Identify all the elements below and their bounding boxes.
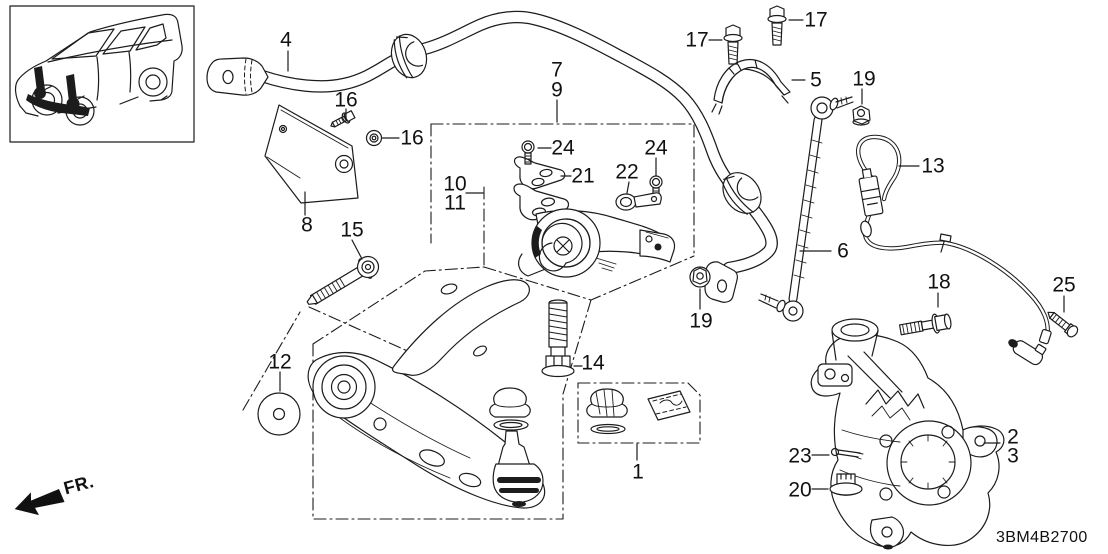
flange-bolt-17-right	[767, 5, 787, 46]
cotter-pin-23	[830, 447, 864, 460]
callout-20: 20	[788, 478, 812, 502]
callout-25: 25	[1052, 273, 1076, 297]
callout-2: 2	[1007, 425, 1019, 449]
callout-9: 9	[551, 78, 563, 102]
callout-24-left: 24	[551, 136, 575, 160]
callout-24-right: 24	[644, 136, 668, 160]
callout-10: 10	[443, 172, 467, 196]
callout-5: 5	[810, 68, 822, 92]
stabilizer-bushing-rear	[721, 172, 762, 215]
knuckle-bolt-18	[898, 313, 952, 336]
callout-6: 6	[837, 239, 849, 263]
callout-22: 22	[615, 160, 639, 184]
link-nut-upper	[852, 105, 871, 126]
bushing-holder-bracket	[711, 59, 791, 115]
callout-16-bolt: 16	[334, 88, 358, 112]
abs-sensor-wire-drawing	[856, 134, 1052, 366]
link-nut-lower	[689, 266, 711, 288]
splash-plate-drawing	[264, 104, 359, 204]
callout-7: 7	[551, 58, 563, 82]
callout-leader-lines	[279, 19, 1065, 490]
plate-nut-16	[365, 129, 383, 147]
callout-18: 18	[927, 270, 951, 294]
grease-packet	[647, 390, 691, 421]
arm-bolt-15	[306, 255, 380, 305]
callout-14: 14	[581, 351, 605, 375]
lower-arm-drawing	[307, 279, 546, 509]
compliance-bracket-assembly	[513, 140, 676, 278]
stabilizer-bushing-front	[390, 33, 428, 79]
wire-clip	[939, 233, 952, 243]
fr-direction-arrow-icon	[14, 489, 65, 516]
callout-16-nut: 16	[400, 126, 424, 150]
stabilizer-bar-end-eye	[704, 261, 738, 303]
sensor-screw-25	[1047, 311, 1079, 338]
front-direction-indicator: FR.	[11, 471, 99, 523]
callout-19-lower: 19	[689, 309, 713, 333]
callout-19-upper: 19	[852, 67, 876, 91]
knuckle-drawing	[810, 318, 1005, 550]
callout-8: 8	[301, 213, 313, 237]
plate-bolt-16	[330, 110, 356, 128]
callout-17-right: 17	[804, 8, 828, 32]
callout-11: 11	[444, 191, 466, 215]
wheel-speed-sensor-tip	[1008, 339, 1047, 366]
callout-12: 12	[268, 350, 292, 374]
diagram-code: 3BM4B2700	[996, 529, 1088, 546]
vehicle-location-thumbnail	[9, 5, 195, 143]
arm-bolt-14	[541, 299, 575, 378]
callout-1: 1	[632, 460, 644, 484]
washer-drawing	[257, 392, 301, 436]
callout-17-left: 17	[685, 28, 709, 52]
stabilizer-link-drawing	[758, 96, 854, 322]
callout-3: 3	[1007, 444, 1019, 468]
boot-kit-contents	[586, 388, 691, 435]
highlighted-suspension-icon	[26, 66, 90, 116]
callout-23: 23	[788, 444, 812, 468]
callout-15: 15	[340, 218, 364, 242]
bracket-bolt-24-left	[521, 140, 535, 165]
stopper-plate-22	[615, 192, 662, 211]
callout-13: 13	[921, 154, 945, 178]
callout-21: 21	[571, 164, 595, 188]
flange-bolt-17-left	[723, 24, 743, 65]
ball-joint-drawing	[489, 387, 544, 507]
castle-nut-20	[829, 473, 863, 496]
callout-4: 4	[280, 28, 292, 52]
assembly-grouping-boxes	[242, 123, 701, 520]
